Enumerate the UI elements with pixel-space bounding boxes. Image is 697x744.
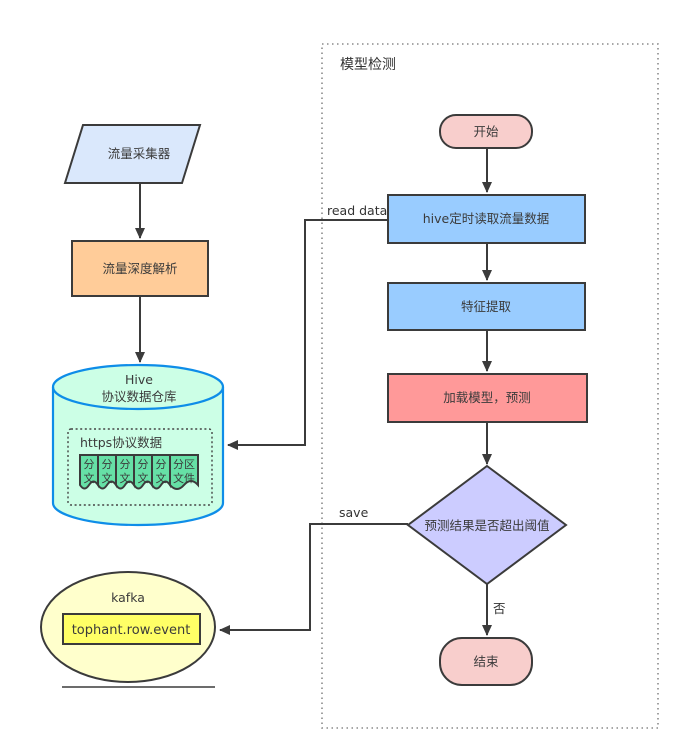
doc-shape	[169, 454, 199, 490]
partition-doc: 分 文	[151, 454, 171, 490]
predict-label: 加载模型，预测	[443, 390, 531, 405]
collector-shape	[63, 124, 202, 184]
https-data-label: https协议数据	[80, 435, 162, 450]
edge-read-data: read data	[227, 203, 388, 450]
end-node: 结束	[439, 637, 533, 686]
start-label: 开始	[473, 124, 499, 139]
feature-shape	[387, 282, 586, 331]
predict-shape	[387, 373, 588, 423]
parser-box: 流量深度解析	[71, 240, 209, 297]
start-node: 开始	[439, 114, 533, 149]
parser-shape	[71, 240, 209, 297]
kafka-topic-label: tophant.row.event	[72, 623, 191, 638]
read-hive-box: hive定时读取流量数据	[387, 194, 586, 244]
partition-doc: 分 文	[79, 454, 99, 490]
collector-parallelogram: 流量采集器	[63, 124, 202, 184]
collector-label: 流量采集器	[108, 146, 171, 161]
read-hive-label: hive定时读取流量数据	[423, 211, 549, 226]
https-data-box: https协议数据 分 文 分 文 分 文 分 文	[67, 428, 213, 506]
decision-diamond: 预测结果是否超出阈值	[406, 464, 568, 586]
predict-box: 加载模型，预测	[387, 373, 588, 423]
end-shape	[439, 637, 533, 686]
hive-title-line2: 协议数据仓库	[101, 389, 176, 404]
kafka-ellipse: kafka tophant.row.event	[40, 571, 216, 688]
no-label: 否	[493, 601, 506, 616]
https-data-border	[67, 428, 213, 506]
hive-title-line1: Hive	[125, 372, 153, 387]
end-label: 结束	[473, 654, 499, 669]
decision-label: 预测结果是否超出阈值	[424, 518, 549, 533]
doc-text-2: 文	[102, 471, 113, 485]
doc-text-2: 文	[156, 471, 167, 485]
kafka-title: kafka	[111, 590, 145, 605]
hive-cylinder: Hive 协议数据仓库 https协议数据 分 文 分 文 分 文	[51, 363, 225, 527]
doc-text-1: 分	[102, 458, 113, 471]
cylinder-top-arc	[51, 386, 225, 411]
doc-text-2: 文	[138, 471, 149, 485]
doc-text-1: 分	[138, 458, 149, 471]
edge-label-read-data: read data	[327, 203, 387, 218]
kafka-topic-box	[62, 613, 201, 645]
feature-box: 特征提取	[387, 282, 586, 331]
doc-text-2: 文件	[173, 471, 195, 485]
doc-text-2: 文	[120, 471, 131, 485]
doc-text-2: 文	[84, 471, 95, 485]
edge-save: save	[219, 505, 408, 635]
edge-read-data-line	[227, 219, 388, 450]
parser-label: 流量深度解析	[102, 261, 177, 276]
edge-save-line	[219, 523, 408, 635]
model-group-box: 模型检测	[321, 43, 659, 729]
doc-text-1: 分	[120, 458, 131, 471]
edge-label-save: save	[339, 505, 369, 520]
doc-text-1: 分区	[173, 458, 195, 471]
doc-text-1: 分	[84, 458, 95, 471]
read-hive-shape	[387, 194, 586, 244]
partition-doc-wide: 分区 文件	[169, 454, 199, 490]
doc-text-1: 分	[156, 458, 167, 471]
model-group-title: 模型检测	[340, 57, 396, 73]
feature-label: 特征提取	[461, 299, 512, 314]
